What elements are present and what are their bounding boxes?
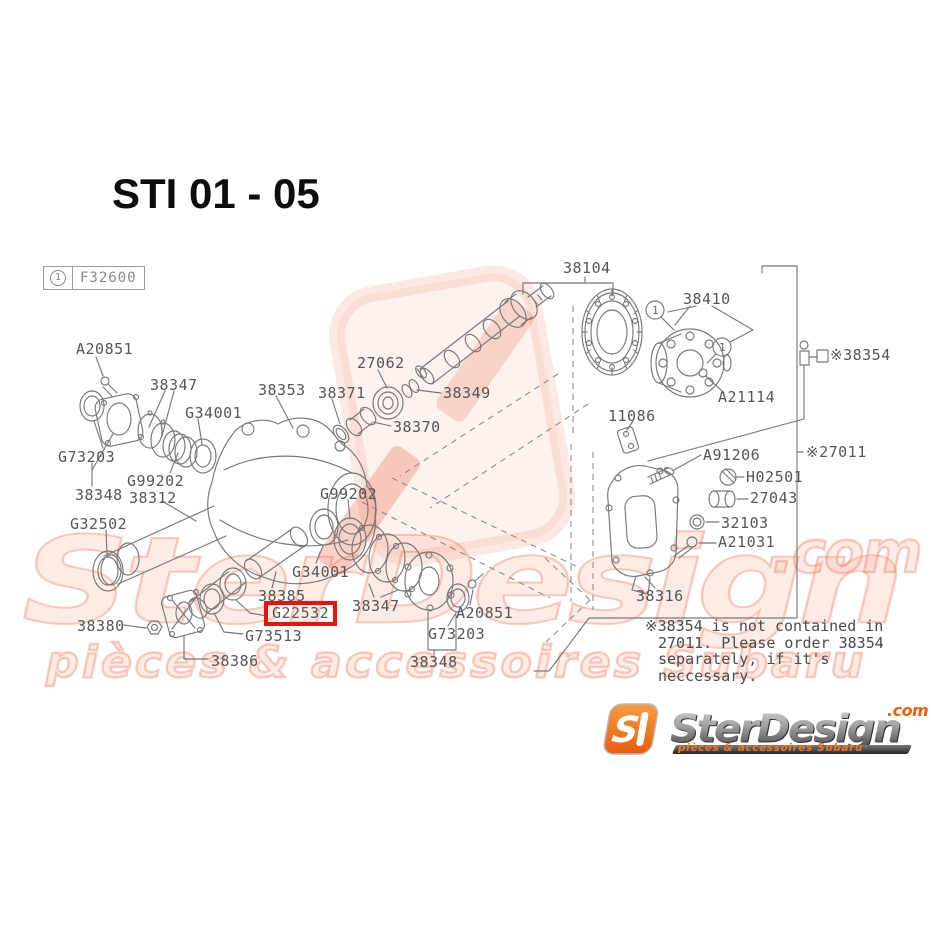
ring-gear-drawing xyxy=(581,288,643,376)
part-label: G34001 xyxy=(185,404,243,422)
part-label: H02501 xyxy=(746,468,804,486)
part-label: G73203 xyxy=(428,625,486,643)
part-label: A21114 xyxy=(718,388,776,406)
part-label: 38353 xyxy=(258,381,306,399)
differential-case-drawing xyxy=(650,328,732,398)
part-label: 38104 xyxy=(563,259,611,277)
part-label: 38348 xyxy=(410,653,458,671)
callout-circles: 1 1 xyxy=(645,300,754,394)
part-label: 38348 xyxy=(75,486,123,504)
part-label: 38347 xyxy=(150,376,198,394)
pinion-shaft-drawing xyxy=(332,282,555,444)
part-label: A20851 xyxy=(76,340,134,358)
part-label: 38349 xyxy=(443,384,491,402)
part-label: A91206 xyxy=(703,446,761,464)
part-label: 38386 xyxy=(211,652,259,670)
part-label: 38370 xyxy=(393,418,441,436)
callout-1a: 1 xyxy=(652,304,659,317)
part-label: ※27011 xyxy=(806,443,867,461)
watermark-tld-text: .com xyxy=(771,517,924,588)
part-label: G32502 xyxy=(70,515,128,533)
part-label: G99202 xyxy=(127,472,185,490)
center-parts-row xyxy=(146,508,484,639)
part-label: 38316 xyxy=(636,587,684,605)
rear-cover-drawing xyxy=(605,426,737,595)
part-label: G73513 xyxy=(245,627,303,645)
part-label: 38410 xyxy=(683,290,731,308)
part-label: 27062 xyxy=(357,354,405,372)
part-label-highlighted[interactable]: G22532 xyxy=(264,601,338,626)
part-label: 38347 xyxy=(352,597,400,615)
leader-lines xyxy=(91,356,749,660)
part-label: G73203 xyxy=(58,448,116,466)
callout-1b: 1 xyxy=(719,341,726,354)
part-label: A20851 xyxy=(456,604,514,622)
part-label: 32103 xyxy=(721,514,769,532)
part-label: 38380 xyxy=(77,617,125,635)
left-parts-cluster xyxy=(79,376,217,474)
part-label: G34001 xyxy=(292,563,350,581)
part-label: G99202 xyxy=(320,485,378,503)
alignment-dashed-lines xyxy=(361,306,594,643)
part-label: 38371 xyxy=(318,384,366,402)
watermark-tagline-text: pièces & accessoires Subaru xyxy=(45,635,867,689)
sensor-38354-drawing xyxy=(647,340,829,462)
part-label: A21031 xyxy=(718,533,776,551)
part-label: 38312 xyxy=(129,489,177,507)
part-label: 38385 xyxy=(258,587,306,605)
part-label: 27043 xyxy=(750,489,798,507)
assembly-bracket-27011 xyxy=(533,265,804,672)
part-label: 11086 xyxy=(608,407,656,425)
part-label: ※38354 xyxy=(830,346,891,364)
